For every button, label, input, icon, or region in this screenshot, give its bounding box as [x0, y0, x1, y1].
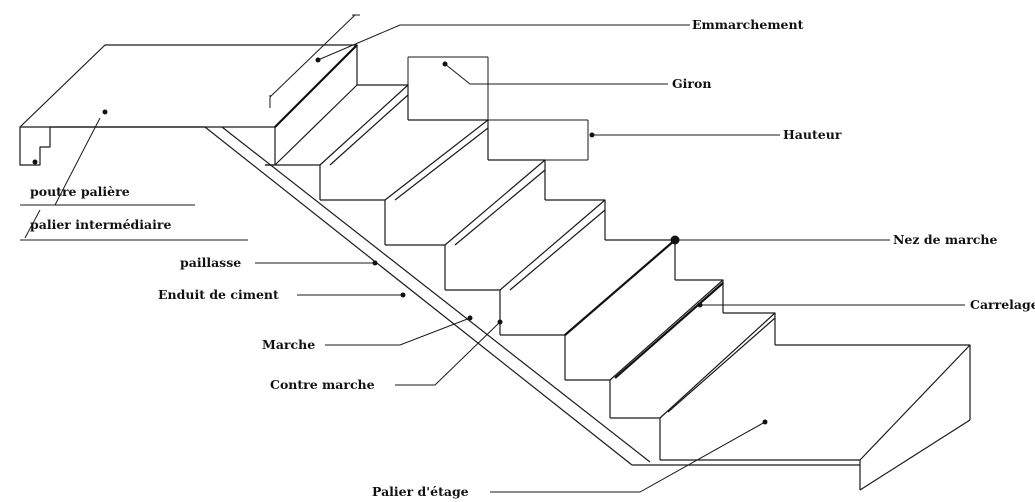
marker-dots [32, 57, 768, 425]
label-nez-de-marche: Nez de marche [893, 232, 997, 247]
label-enduit-de-ciment: Enduit de ciment [158, 287, 279, 302]
label-palier-etage: Palier d'étage [372, 484, 469, 499]
label-carrelage: Carrelage [970, 297, 1035, 312]
dimension-marks [20, 14, 589, 241]
label-giron: Giron [672, 76, 711, 91]
label-paillasse: paillasse [180, 255, 241, 270]
label-contre-marche: Contre marche [270, 377, 375, 392]
label-hauteur: Hauteur [783, 127, 842, 142]
label-palier-intermediaire: palier intermédiaire [30, 217, 171, 232]
label-marche: Marche [262, 337, 315, 352]
label-emmarchement: Emmarchement [692, 17, 804, 32]
lower-landing [660, 344, 971, 465]
leader-lines [255, 24, 965, 493]
paillasse-slab [204, 126, 971, 491]
steps [265, 44, 776, 460]
label-poutre-paliere: poutre palière [30, 184, 130, 199]
upper-landing [19, 44, 358, 166]
